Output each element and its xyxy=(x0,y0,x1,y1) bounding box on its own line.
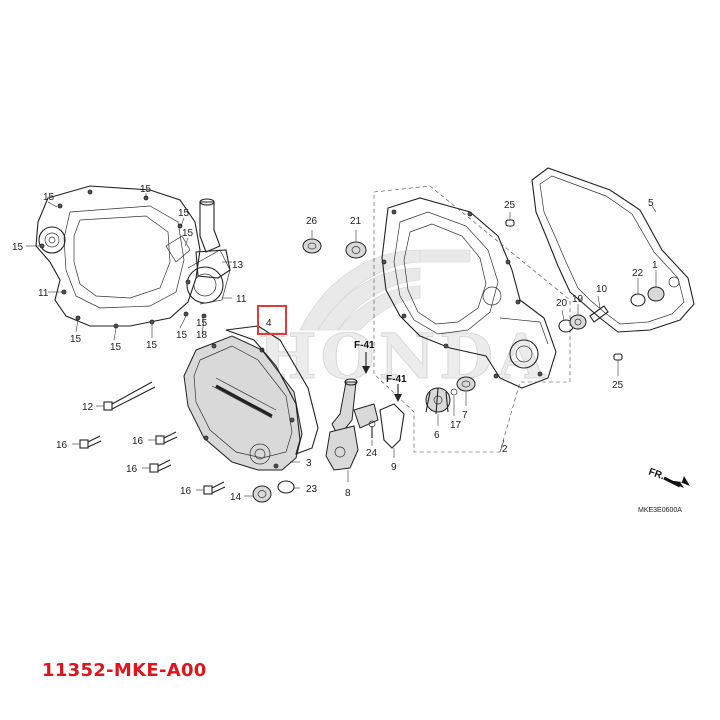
callout-15: 15 xyxy=(176,330,188,341)
callout-1: 1 xyxy=(652,260,658,271)
highlight-box xyxy=(257,305,287,335)
callout-9: 9 xyxy=(391,462,397,473)
callout-19: 19 xyxy=(572,294,584,305)
ref-f41: F-41 xyxy=(386,374,407,385)
callout-10: 10 xyxy=(596,284,608,295)
callout-11: 11 xyxy=(236,294,247,305)
honda-watermark: HONDA xyxy=(258,249,549,394)
water-pump-impeller xyxy=(425,376,476,426)
callout-25: 25 xyxy=(504,200,516,211)
honda-watermark-text: HONDA xyxy=(258,320,549,393)
callout-15: 15 xyxy=(182,228,194,239)
callout-11: 11 xyxy=(38,288,49,299)
callout-15: 15 xyxy=(70,334,82,345)
pump-shaft xyxy=(558,295,609,333)
callout-16: 16 xyxy=(132,436,144,447)
front-direction-arrow: FR. xyxy=(647,466,690,488)
ref-f41-arrows xyxy=(362,352,402,402)
callout-13: 13 xyxy=(232,260,244,271)
crankcase-cover-gasket xyxy=(531,167,695,333)
leaders-upper-left xyxy=(26,193,232,341)
callout-16: 16 xyxy=(126,464,138,475)
callout-4: 4 xyxy=(266,318,272,329)
callout-16: 16 xyxy=(180,486,192,497)
callout-labels: 15 15 15 15 15 15 15 15 15 15 11 11 13 1… xyxy=(12,184,658,503)
seal-parts-top xyxy=(302,230,367,259)
callout-15: 15 xyxy=(178,208,190,219)
callout-24: 24 xyxy=(366,448,378,459)
callout-5: 5 xyxy=(648,198,654,209)
crankcase-cover-gasket-inner xyxy=(539,175,685,325)
callout-2: 2 xyxy=(502,444,508,455)
callout-20: 20 xyxy=(556,298,568,309)
clutch-cover-inner-view xyxy=(35,185,231,329)
cover-bolts xyxy=(72,381,226,495)
callout-22: 22 xyxy=(632,268,644,279)
water-pipe xyxy=(325,378,379,482)
callout-21: 21 xyxy=(350,216,362,227)
part-number-label: 11352-MKE-A00 xyxy=(42,660,207,681)
callout-16: 16 xyxy=(56,440,68,451)
callout-26: 26 xyxy=(306,216,318,227)
callout-15: 15 xyxy=(110,342,122,353)
callout-15: 15 xyxy=(43,192,55,203)
front-label: FR. xyxy=(647,466,666,482)
ref-f41: F-41 xyxy=(354,340,375,351)
callout-7: 7 xyxy=(462,410,468,421)
clutch-cover-gasket xyxy=(225,325,319,455)
callout-14: 14 xyxy=(230,492,242,503)
assembly-box xyxy=(373,185,571,453)
right-crankcase-cover xyxy=(381,197,557,389)
callout-15: 15 xyxy=(146,340,158,351)
callout-12: 12 xyxy=(82,402,94,413)
callout-18: 18 xyxy=(196,330,208,341)
callout-17: 17 xyxy=(450,420,462,431)
callout-3: 3 xyxy=(306,458,312,469)
callout-15: 15 xyxy=(196,318,208,329)
callout-15: 15 xyxy=(140,184,152,195)
callout-8: 8 xyxy=(345,488,351,499)
callout-23: 23 xyxy=(306,484,318,495)
diagram-code: MKE3E0600A xyxy=(638,507,682,514)
cap-and-oring xyxy=(244,461,300,503)
dowel-pins xyxy=(505,212,623,376)
oil-seal-set xyxy=(630,270,665,307)
pipe-bolt-and-gasket xyxy=(368,403,405,458)
callout-6: 6 xyxy=(434,430,440,441)
callout-15: 15 xyxy=(12,242,24,253)
callout-25: 25 xyxy=(612,380,624,391)
